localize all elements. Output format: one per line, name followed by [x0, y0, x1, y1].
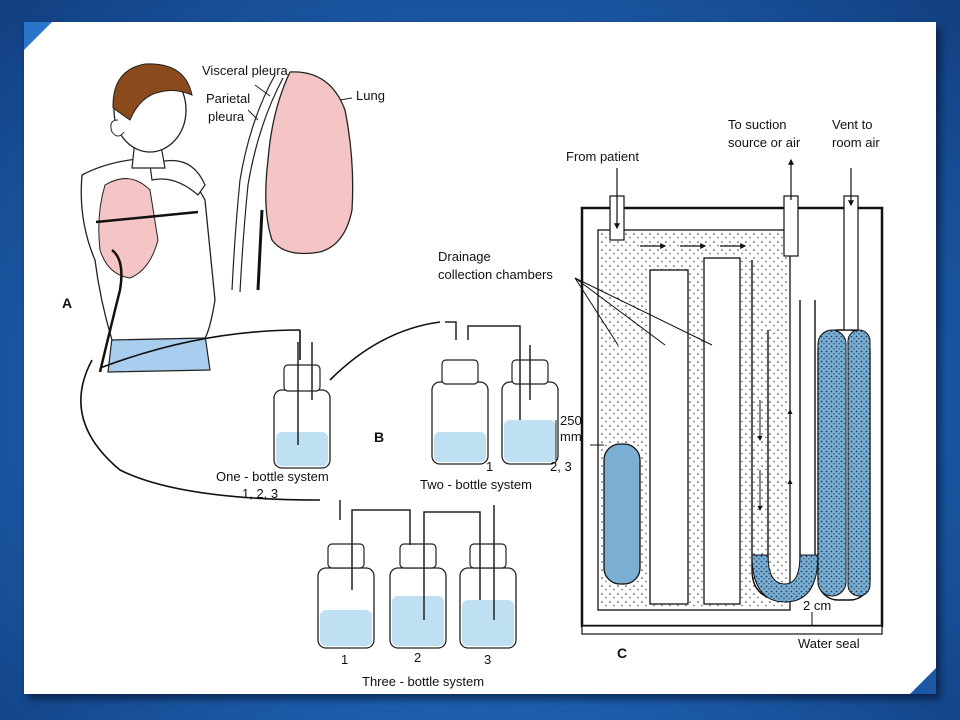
label-one-bottle-nums: 1, 2, 3	[242, 486, 278, 501]
lung-detail	[231, 71, 354, 293]
label-panel-c: C	[617, 645, 627, 661]
tubing	[80, 321, 441, 501]
label-to-suction-1: To suction	[728, 117, 787, 132]
label-height-unit: mm	[560, 429, 582, 444]
label-from-patient: From patient	[566, 149, 639, 164]
label-vent-2: room air	[832, 135, 880, 150]
patient-figure	[80, 63, 216, 373]
label-panel-a: A	[62, 295, 72, 311]
label-visceral-pleura: Visceral pleura	[202, 63, 289, 78]
drainage-unit	[574, 158, 884, 635]
label-three-n2: 2	[414, 650, 421, 665]
label-parietal-pleura-1: Parietal	[206, 91, 250, 106]
label-to-suction-2: source or air	[728, 135, 801, 150]
label-panel-b: B	[374, 429, 384, 445]
label-one-bottle: One - bottle system	[216, 469, 329, 484]
label-drainage-1: Drainage	[438, 249, 491, 264]
slide-corner-bottom	[910, 668, 936, 694]
label-two-n2: 2, 3	[550, 459, 572, 474]
one-bottle-system	[273, 342, 331, 469]
slide-corner-top	[24, 22, 52, 50]
label-vent-1: Vent to	[832, 117, 872, 132]
label-two-cm: 2 cm	[803, 598, 831, 613]
label-three-bottle: Three - bottle system	[362, 674, 484, 689]
label-height-value: 250	[560, 413, 582, 428]
label-drainage-2: collection chambers	[438, 267, 553, 282]
label-three-n1: 1	[341, 652, 348, 667]
label-two-n1: 1	[486, 459, 493, 474]
three-bottle-system	[317, 500, 517, 649]
two-bottle-system	[431, 321, 559, 465]
label-lung: Lung	[356, 88, 385, 103]
label-two-bottle: Two - bottle system	[420, 477, 532, 492]
label-parietal-pleura-2: pleura	[208, 109, 245, 124]
label-water-seal: Water seal	[798, 636, 860, 651]
label-three-n3: 3	[484, 652, 491, 667]
